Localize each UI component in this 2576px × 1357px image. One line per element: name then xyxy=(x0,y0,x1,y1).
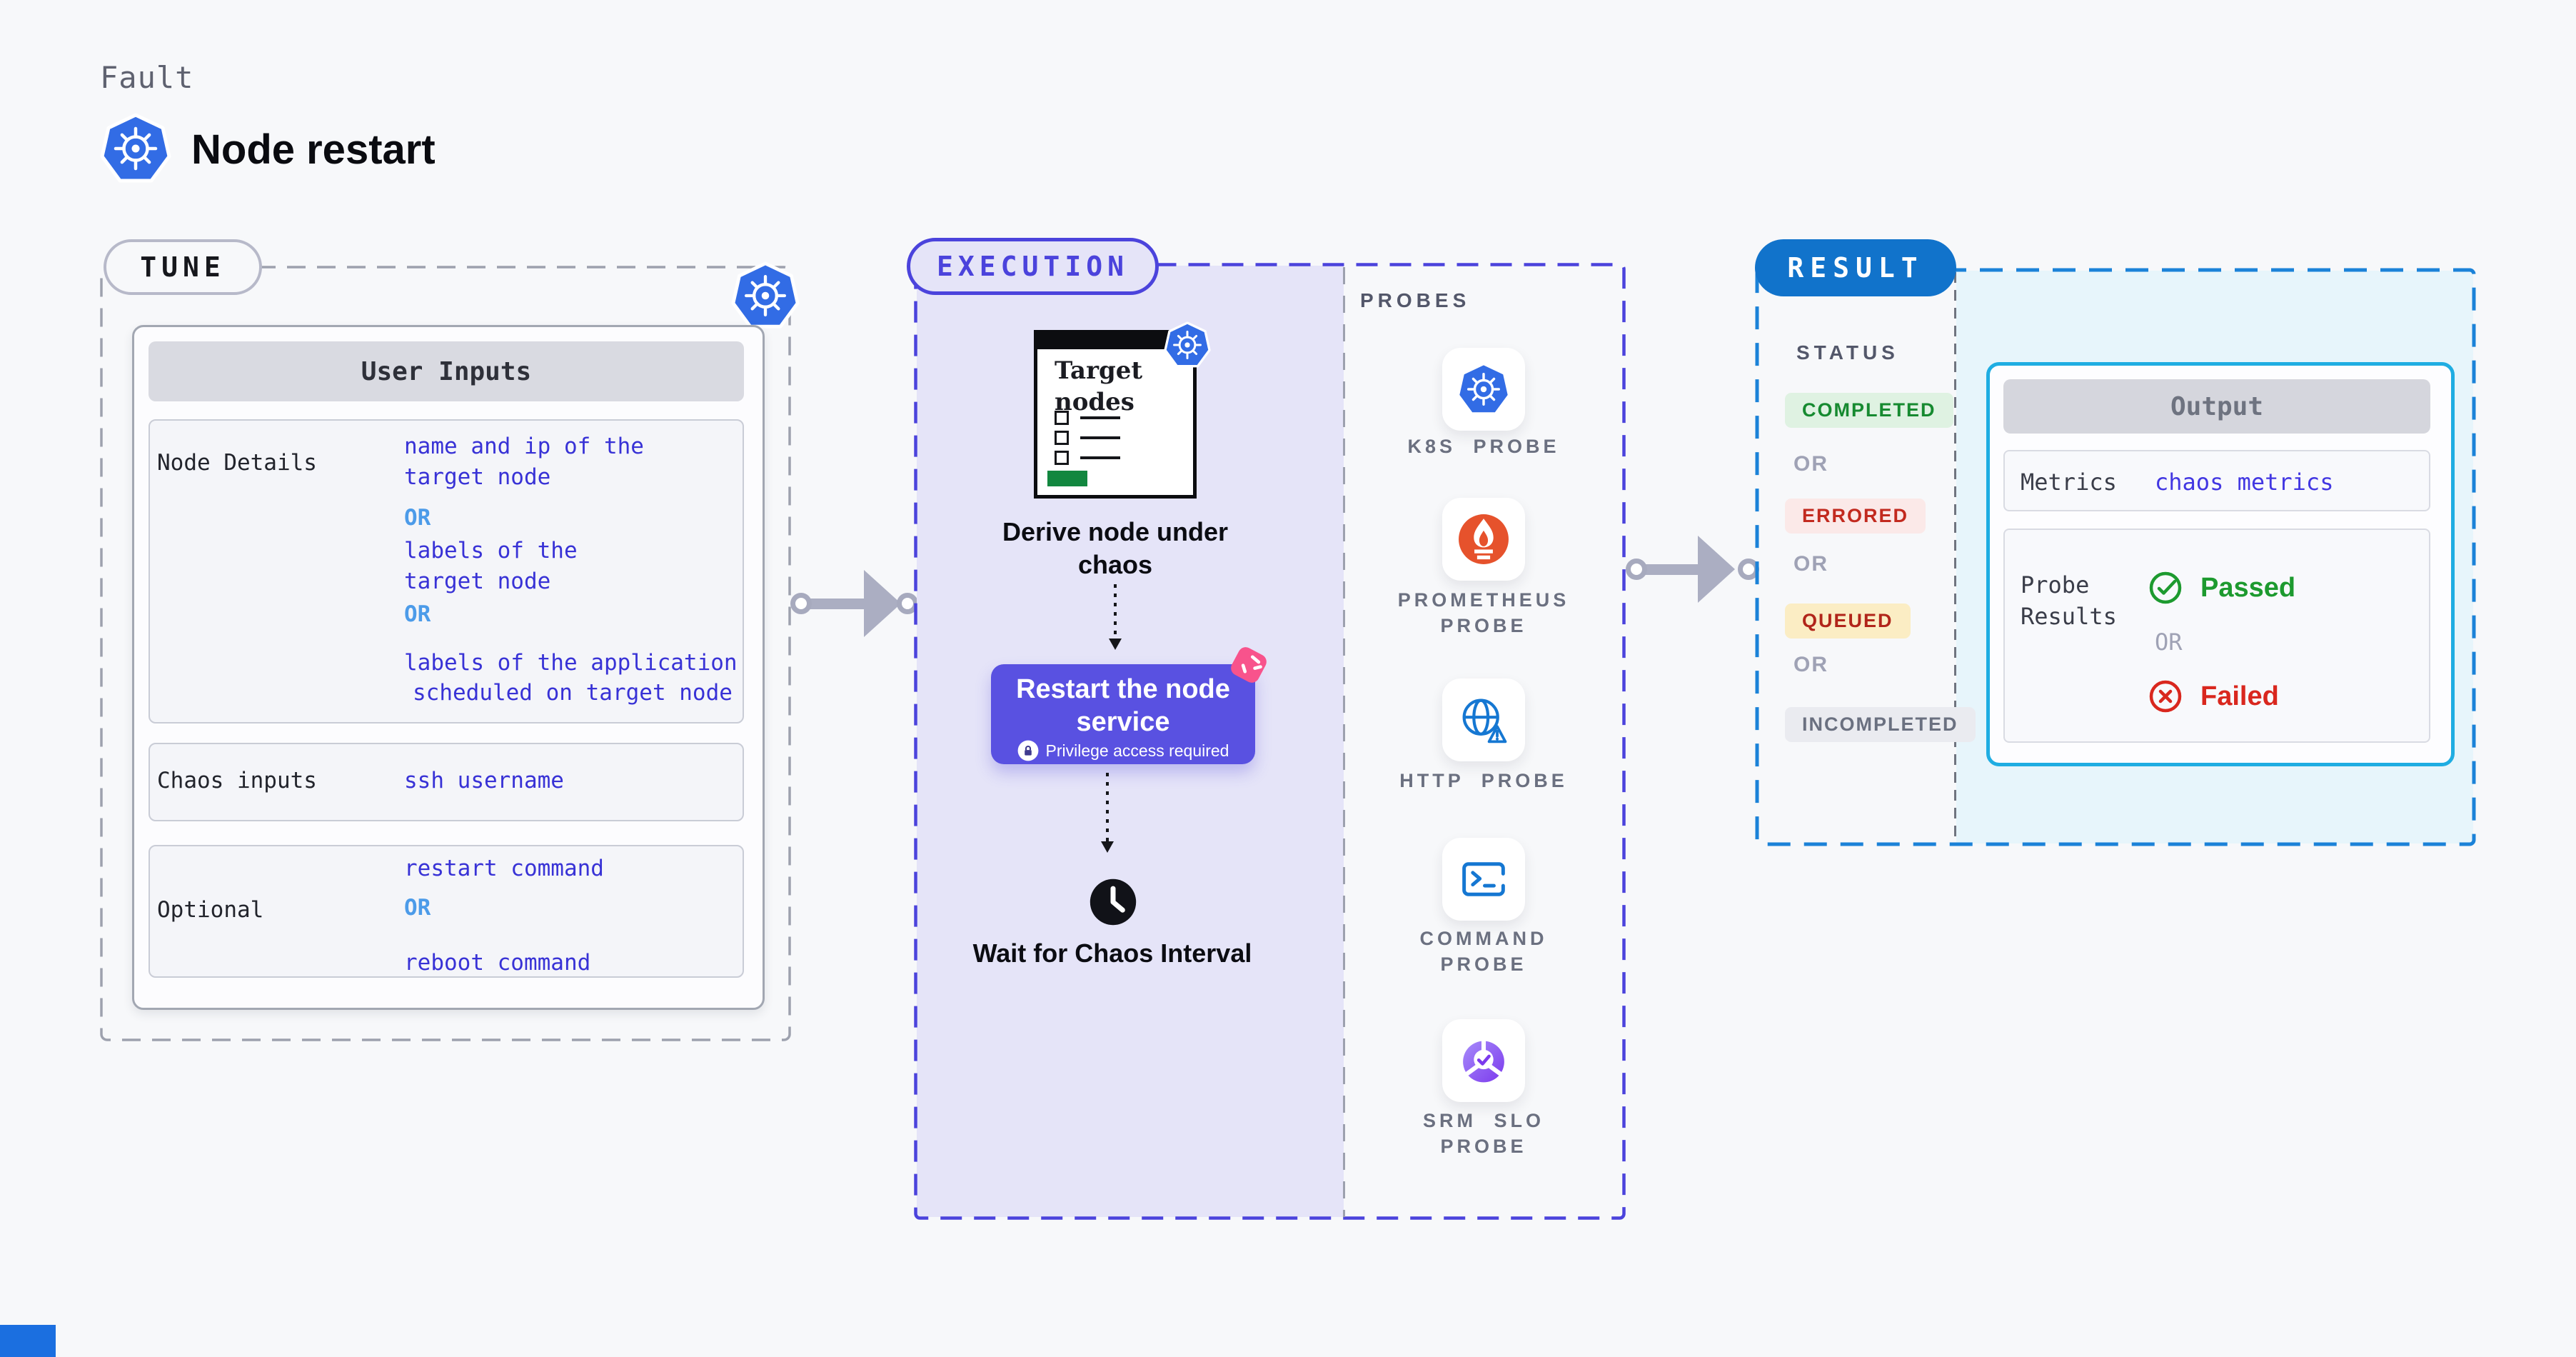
status-badge-queued: QUEUED xyxy=(1785,604,1911,639)
dotted-connector xyxy=(1106,773,1109,841)
http-probe-card xyxy=(1442,678,1525,761)
lock-icon xyxy=(1017,740,1038,761)
optional-label: Optional xyxy=(157,897,264,923)
failed-x-icon xyxy=(2149,680,2182,713)
privilege-note: Privilege access required xyxy=(1045,741,1229,760)
flow-arrow-endpoint xyxy=(790,593,812,614)
kubernetes-badge-icon xyxy=(1164,321,1211,369)
target-nodes-illustration: Target nodes xyxy=(1034,330,1197,499)
probes-section-label: PROBES xyxy=(1360,289,1471,311)
checkbox-icon xyxy=(1055,411,1069,425)
node-details-value-line: scheduled on target node xyxy=(413,680,733,706)
chaos-inputs-label: Chaos inputs xyxy=(157,768,317,793)
output-header: Output xyxy=(2003,379,2430,434)
node-details-value-line: name and ip of the xyxy=(404,434,644,459)
node-details-value-line: labels of the xyxy=(404,538,578,564)
flow-arrow-head xyxy=(864,570,901,637)
metrics-row xyxy=(2003,450,2430,511)
wait-chaos-label: Wait for Chaos Interval xyxy=(972,938,1252,968)
fault-label: Fault xyxy=(100,60,194,95)
terminal-icon xyxy=(1462,862,1505,896)
illustration-titlebar xyxy=(1037,334,1193,349)
tune-section-pill: TUNE xyxy=(104,239,262,295)
probe-results-row xyxy=(2003,529,2430,743)
flow-arrow-shaft xyxy=(800,599,868,609)
node-details-row xyxy=(149,419,744,723)
probe-label: K8S PROBE xyxy=(1407,436,1560,457)
or-separator: OR xyxy=(404,505,431,531)
list-line xyxy=(1080,456,1120,459)
srm-slo-probe-card xyxy=(1442,1019,1525,1102)
chaos-inputs-value: ssh username xyxy=(404,768,564,793)
metrics-value: chaos metrics xyxy=(2155,469,2334,496)
flow-arrow-shaft xyxy=(1635,564,1701,575)
kubernetes-icon xyxy=(1456,362,1511,416)
passed-label: Passed xyxy=(2200,573,2296,603)
metrics-label: Metrics xyxy=(2021,469,2117,496)
node-details-label: Node Details xyxy=(157,450,317,476)
probe-label: HTTP PROBE xyxy=(1399,770,1568,791)
k8s-probe-card xyxy=(1442,348,1525,431)
prometheus-icon xyxy=(1459,514,1509,564)
probes-divider xyxy=(1343,267,1345,1217)
execution-dashed-box xyxy=(914,263,1626,1220)
or-separator: OR xyxy=(404,601,431,627)
result-divider xyxy=(1954,272,1956,842)
kubernetes-logo-icon xyxy=(100,113,171,184)
optional-value-line: reboot command xyxy=(404,950,591,976)
status-badge-errored: ERRORED xyxy=(1785,499,1926,534)
node-details-value-line: target node xyxy=(404,569,551,594)
failed-label: Failed xyxy=(2200,681,2279,711)
result-dashed-box xyxy=(1755,268,2476,846)
command-probe-card xyxy=(1442,838,1525,921)
kubernetes-badge-icon xyxy=(731,261,800,330)
chaos-pink-badge-icon xyxy=(1231,647,1267,683)
slo-gauge-icon xyxy=(1463,1040,1504,1083)
status-label: STATUS xyxy=(1796,341,1899,364)
page-title: Node restart xyxy=(191,126,436,173)
probe-label: SRM SLO PROBE xyxy=(1422,1110,1544,1157)
passed-check-icon xyxy=(2149,571,2182,604)
optional-row xyxy=(149,845,744,978)
or-separator: OR xyxy=(1793,653,1828,676)
result-section-pill: RESULT xyxy=(1755,239,1956,296)
chaos-inputs-row xyxy=(149,743,744,821)
list-line xyxy=(1080,416,1120,419)
list-line xyxy=(1080,436,1120,439)
target-nodes-title: Target nodes xyxy=(1055,356,1143,416)
probe-label: COMMAND PROBE xyxy=(1419,928,1548,975)
prometheus-probe-card xyxy=(1442,498,1525,581)
or-separator: OR xyxy=(1793,552,1828,576)
flow-arrow-endpoint xyxy=(1626,559,1647,580)
optional-value-line: restart command xyxy=(404,856,604,881)
flow-arrow-head xyxy=(1698,536,1735,603)
restart-step-title: Restart the node service xyxy=(1016,674,1230,737)
node-details-value-line: labels of the application xyxy=(404,650,738,676)
status-badge-completed: COMPLETED xyxy=(1785,393,1953,428)
checkbox-icon xyxy=(1055,431,1069,445)
or-separator: OR xyxy=(2155,629,2183,656)
dotted-connector-head xyxy=(1101,841,1114,853)
execution-section-pill: EXECUTION xyxy=(907,238,1159,295)
checkbox-icon xyxy=(1055,451,1069,465)
status-badge-incompleted: INCOMPLETED xyxy=(1785,707,1976,742)
tune-dashed-box xyxy=(100,266,791,1041)
dotted-connector-head xyxy=(1109,639,1122,650)
globe-warning-icon xyxy=(1462,698,1507,743)
clock-icon xyxy=(1090,878,1137,926)
user-inputs-header: User Inputs xyxy=(149,341,744,401)
or-separator: OR xyxy=(1793,452,1828,476)
restart-node-service-step: Restart the node service Privilege acces… xyxy=(991,664,1255,764)
bottom-left-blue-bar xyxy=(0,1325,56,1357)
dotted-connector xyxy=(1114,584,1117,639)
node-details-value-line: target node xyxy=(404,464,551,490)
probe-label: PROMETHEUS PROBE xyxy=(1397,589,1570,636)
or-separator: OR xyxy=(404,895,431,921)
probe-results-label: Probe Results xyxy=(2021,571,2117,630)
green-bar xyxy=(1047,471,1087,486)
derive-node-label: Derive node under chaos xyxy=(1002,517,1229,579)
